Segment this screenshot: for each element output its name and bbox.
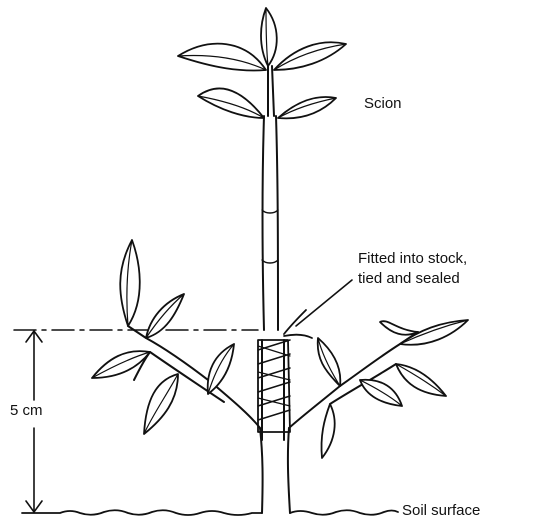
soil-surface-label: Soil surface bbox=[402, 502, 480, 520]
scion-stem bbox=[262, 116, 278, 330]
graft-pointer-line bbox=[296, 280, 352, 326]
graft-label-line1: Fitted into stock, bbox=[358, 250, 467, 268]
rootstock-stem bbox=[212, 340, 340, 513]
graft-label-line2: tied and sealed bbox=[358, 270, 460, 288]
scion-label: Scion bbox=[364, 95, 402, 113]
height-label: 5 cm bbox=[10, 402, 43, 420]
height-dimension-arrow bbox=[26, 331, 42, 512]
scion-leaves bbox=[178, 8, 346, 118]
soil-surface-line bbox=[22, 510, 398, 515]
